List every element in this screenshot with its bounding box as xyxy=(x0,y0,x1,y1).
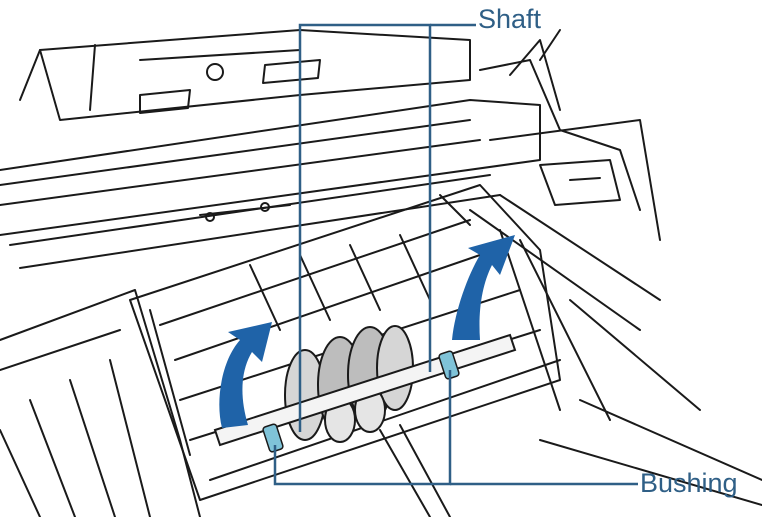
shaft-leader-line xyxy=(298,23,432,432)
roller-housing xyxy=(129,184,561,501)
pick-rollers xyxy=(284,325,414,443)
upward-arrow-left xyxy=(219,322,272,428)
bushing-label: Bushing xyxy=(640,468,738,498)
bushings xyxy=(262,350,460,453)
lid-panel xyxy=(39,29,471,121)
scanner-line-art xyxy=(0,29,762,518)
feed-tray xyxy=(0,289,201,518)
shaft-label: Shaft xyxy=(478,4,542,34)
upper-guide xyxy=(0,99,541,236)
upward-arrow-right xyxy=(452,235,515,340)
bushing-leader-line xyxy=(273,370,452,486)
leader-lines xyxy=(273,23,638,486)
roller-shaft xyxy=(213,333,517,447)
